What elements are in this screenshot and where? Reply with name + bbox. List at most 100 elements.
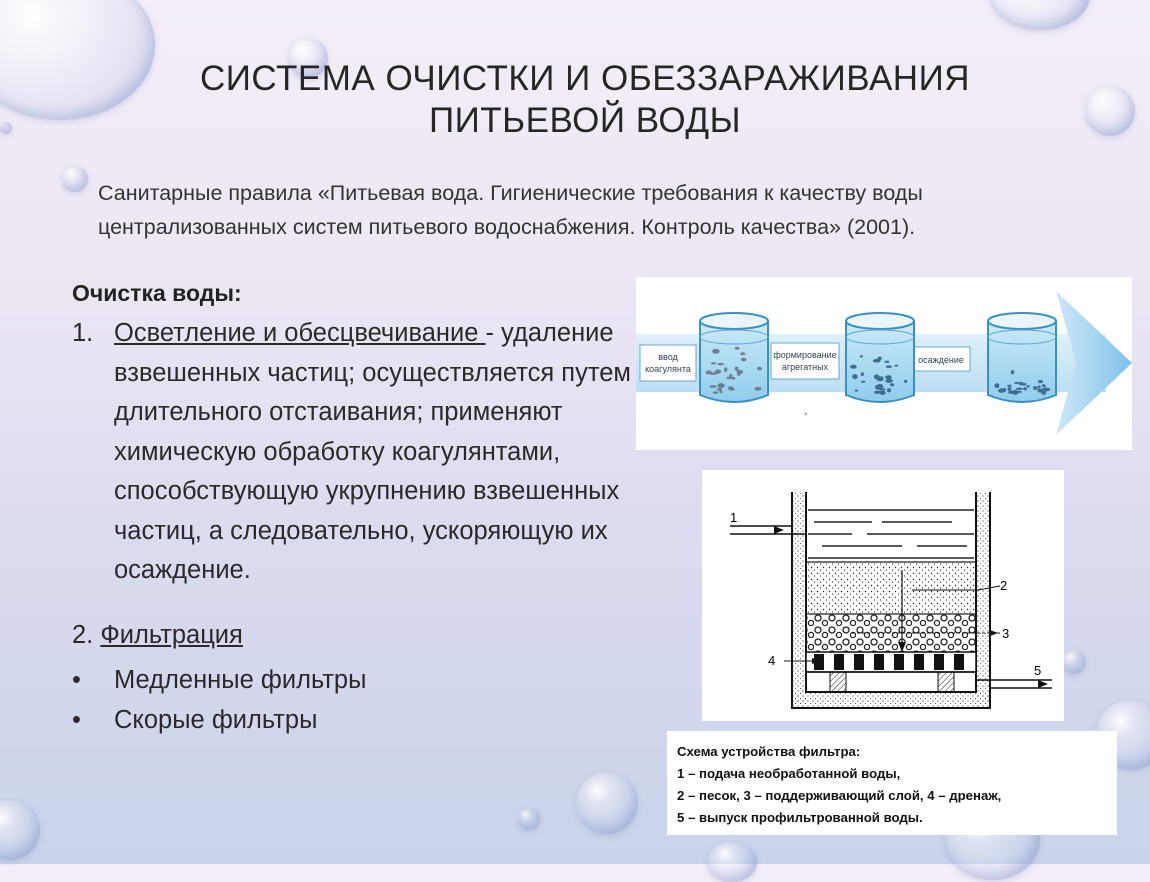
- particle: [728, 387, 735, 391]
- particle: [1037, 385, 1041, 389]
- bullet-list: • Медленные фильтры • Скорые фильтры: [72, 660, 366, 740]
- particle: [717, 362, 725, 366]
- particle: [998, 388, 1005, 393]
- process-diagram-svg: ввод коагулянта формирование агрегатных …: [636, 291, 1132, 435]
- particle: [734, 346, 740, 350]
- list-item-filtration: 2. Фильтрация: [72, 621, 243, 650]
- particle: [877, 356, 882, 360]
- item-term: Осветление и обесцвечивание: [114, 319, 486, 347]
- filter-structure-diagram: 1 2 3 4 5: [702, 470, 1064, 721]
- particle: [886, 388, 892, 393]
- process-label-2: формирование: [773, 350, 836, 360]
- particle: [712, 348, 720, 354]
- svg-text:°: °: [804, 411, 808, 421]
- particle: [1026, 385, 1030, 388]
- particle: [852, 374, 858, 380]
- section-heading: Очистка воды:: [72, 280, 242, 306]
- particle: [717, 383, 725, 389]
- caption-line: Схема устройства фильтра:: [677, 744, 861, 759]
- particle: [726, 376, 733, 380]
- particle: [737, 371, 741, 377]
- particle: [850, 364, 857, 369]
- particle: [884, 360, 890, 363]
- particle: [734, 366, 739, 371]
- water-lines: [808, 509, 974, 559]
- item-term: Фильтрация: [100, 621, 243, 649]
- filter-label-1: 1: [730, 510, 737, 525]
- intro-text: Санитарные правила «Питьевая вода. Гигие…: [98, 181, 923, 239]
- particle: [740, 352, 746, 356]
- particle: [860, 380, 866, 383]
- process-label-3: осаждение: [918, 355, 964, 365]
- particle: [1007, 387, 1012, 392]
- filter-label-3: 3: [1002, 626, 1009, 641]
- particle: [724, 367, 728, 372]
- item-text: - удаление взвешенных частиц; осуществля…: [114, 319, 631, 584]
- bullet-icon: •: [72, 666, 81, 694]
- particle: [1038, 380, 1043, 384]
- list-item: • Медленные фильтры: [72, 660, 366, 700]
- particle: [885, 378, 893, 383]
- bubble-decoration: [0, 800, 40, 860]
- particle: [1041, 384, 1046, 387]
- particle: [860, 372, 864, 376]
- particle: [876, 377, 884, 382]
- particle: [740, 357, 747, 362]
- caption-line: 2 – песок, 3 – поддерживающий слой, 4 – …: [677, 788, 1002, 803]
- bubble-decoration: [707, 842, 757, 882]
- bubble-decoration: [518, 808, 540, 830]
- particle: [711, 362, 717, 365]
- bullet-icon: •: [72, 706, 81, 734]
- caption-line: 1 – подача необработанной воды,: [677, 766, 901, 781]
- bubble-decoration: [576, 772, 638, 834]
- bullet-text: Скорые фильтры: [114, 706, 318, 734]
- process-label-1b: коагулянта: [645, 364, 691, 374]
- particle: [872, 359, 881, 363]
- filter-caption: Схема устройства фильтра: 1 – подача нео…: [667, 731, 1117, 835]
- filter-label-2: 2: [1000, 578, 1007, 593]
- particle: [876, 384, 884, 389]
- slide-title: СИСТЕМА ОЧИСТКИ И ОБЕЗЗАРАЖИВАНИЯ ПИТЬЕВ…: [199, 59, 971, 140]
- particle: [705, 370, 712, 375]
- bubble-decoration: [990, 0, 1090, 30]
- filter-diagram-svg: 1 2 3 4 5: [730, 492, 1052, 709]
- filter-label-4: 4: [768, 653, 775, 668]
- item-number: 1.: [72, 319, 94, 347]
- bubble-decoration: [0, 122, 12, 134]
- particle: [885, 375, 892, 380]
- particle: [1045, 387, 1051, 391]
- particle: [878, 388, 886, 391]
- bubble-decoration: [1085, 86, 1135, 136]
- coagulation-process-diagram: ввод коагулянта формирование агрегатных …: [636, 277, 1132, 450]
- bubble-decoration: [1062, 650, 1086, 674]
- particle: [712, 391, 719, 394]
- particles: [705, 346, 1051, 395]
- item-number: 2.: [72, 621, 101, 649]
- particle: [1011, 390, 1019, 395]
- bubble-decoration: [62, 166, 88, 192]
- drain-slots: [814, 654, 964, 670]
- particle: [1021, 383, 1027, 386]
- particle: [714, 369, 722, 374]
- caption-line: 5 – выпуск профильтрованной воды.: [677, 810, 923, 825]
- particle: [904, 379, 908, 383]
- particle: [1036, 388, 1043, 391]
- particle: [859, 355, 864, 358]
- particle: [1015, 387, 1024, 390]
- particle: [1016, 390, 1022, 393]
- particle: [1007, 384, 1012, 387]
- particle: [719, 390, 723, 394]
- particle: [1023, 387, 1027, 391]
- particle: [994, 383, 1000, 389]
- particle: [885, 365, 893, 368]
- list-item: • Скорые фильтры: [72, 700, 366, 740]
- process-label-2b: агрегатных: [782, 362, 829, 372]
- particle: [854, 389, 858, 392]
- filter-label-5: 5: [1034, 663, 1041, 678]
- particle: [1014, 381, 1020, 384]
- particle: [754, 386, 762, 391]
- list-item-clarification: 1. Осветление и обесцвечивание - удалени…: [72, 314, 642, 591]
- bullet-text: Медленные фильтры: [114, 666, 367, 694]
- particle: [879, 390, 886, 395]
- particle: [1010, 370, 1015, 375]
